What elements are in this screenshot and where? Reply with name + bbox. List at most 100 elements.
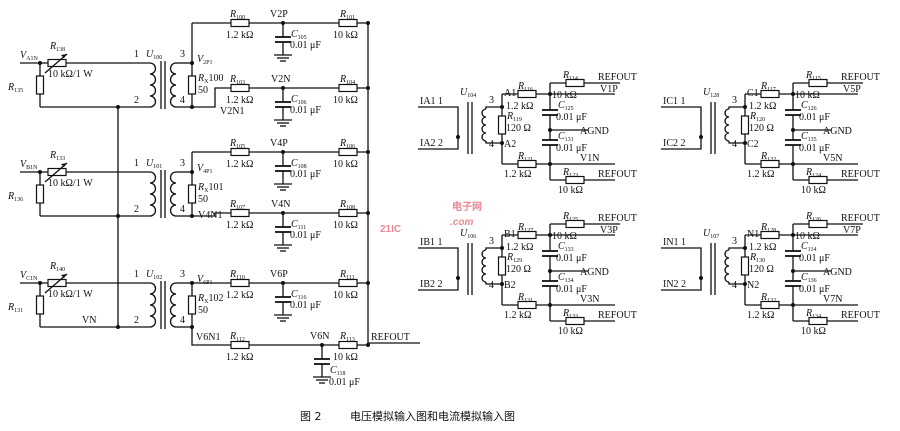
net-label: V5P [843,84,861,95]
rx-label-letter: R [197,73,204,84]
capacitor-value: 0.01 μF [290,105,321,116]
input-label: IB1 1 [420,237,443,248]
junction-dot [743,141,747,145]
net-label: V7N [823,294,842,305]
pot-label-letter: R [49,261,56,272]
rx-label-subscript: 130 [756,258,765,264]
transformer-coil [481,249,487,283]
capacitor-label-subscript: 133 [565,247,574,253]
pin-label: 1 [134,269,139,280]
wire [485,106,502,109]
junction-dot [500,141,504,145]
transformer-label: U106 [460,228,476,240]
rx-label: R120 [749,111,765,123]
capacitor-label: C131 [558,131,574,143]
input-label-subscript: A1N [26,56,38,62]
resistor [230,18,250,28]
capacitor-label: C106 [291,94,307,106]
agnd-label: AGND [580,267,609,278]
resistor-label-letter: R [805,308,812,319]
resistor-label-subscript: 122 [767,157,776,163]
capacitor-value: 0.01 μF [556,143,587,154]
pin-label: 4 [180,95,185,106]
refout-label: REFOUT [598,310,637,321]
input-label: IB2 2 [420,279,443,290]
wire [728,141,745,144]
resistor-value: 1.2 kΩ [504,169,531,180]
resistor-label: R122 [760,151,776,163]
pot-label: R133 [49,150,65,162]
input-label: IN1 1 [663,237,686,248]
pin-label: 3 [180,269,185,280]
wire [728,282,745,285]
junction-dot [38,170,42,174]
rx-label: R130 [749,252,765,264]
transformer-label-letter: U [146,269,154,280]
transformer-coil [169,62,177,108]
rx-label: RX102 [197,293,223,305]
net-label: V6P [270,269,288,280]
capacitor-label-letter: C [291,29,298,40]
input-label-subscript: B1N [26,165,38,171]
capacitor-label-subscript: 105 [298,35,307,41]
rx-label-letter: R [197,293,204,304]
resistor-label-letter: R [229,199,236,210]
shunt-label: R131 [7,302,23,314]
agnd-label: AGND [580,126,609,137]
resistor [517,89,537,99]
rx-label: RX101 [197,182,223,194]
resistor-label: R108 [339,199,355,211]
resistor-label: R127 [517,222,533,234]
transformer-label: U100 [146,49,162,61]
resistor-value: 10 kΩ [801,326,826,337]
resistor-label: R116 [517,81,533,93]
resistor-label: R131 [517,292,533,304]
resistor-label-subscript: 121 [524,157,533,163]
junction-dot [548,162,552,166]
resistor-label-letter: R [339,199,346,210]
resistor-value: 10 kΩ [795,90,820,101]
capacitor-label-subscript: 116 [298,295,307,301]
node-label: C2 [747,139,759,150]
resistor [230,208,250,218]
capacitor-label-letter: C [291,158,298,169]
rx-value: 120 Ω [749,123,774,134]
pin-label: 3 [732,236,737,247]
shunt-label-subscript: 135 [14,88,23,94]
shunt-label-letter: R [7,191,14,202]
primary-net-label: VN [82,315,96,326]
wire [192,212,368,217]
rx-label: R129 [506,252,522,264]
resistor-label-subscript: 110 [236,275,245,281]
rx-label-letter: R [749,252,756,263]
capacitor-label-subscript: 136 [808,278,817,284]
rx-label-number: 101 [208,182,223,193]
resistor-label-subscript: 116 [524,87,533,93]
resistor [230,83,250,93]
shunt-resistor [35,184,45,204]
capacitor-label-letter: C [558,100,565,111]
resistor-label-subscript: 106 [346,144,355,150]
rx-label-number: 100 [208,73,223,84]
refout-label: REFOUT [841,213,880,224]
resistor-value: 10 kΩ [552,90,577,101]
resistor-label: R105 [229,138,245,150]
capacitor-label: C114 [801,241,816,253]
net-label: V4N1 [198,210,222,221]
transformer-label-subscript: 100 [153,55,162,61]
capacitor-label: C108 [291,158,307,170]
capacitor-label: C134 [558,272,574,284]
rx-resistor [187,184,197,204]
capacitor-value: 0.01 μF [799,143,830,154]
node-label-subscript: 4P1 [203,169,212,175]
resistor-label-subscript: 113 [346,337,355,343]
resistor-value: 10 kΩ [801,185,826,196]
transformer-coil [169,282,177,328]
capacitor-label-subscript: 135 [808,137,817,143]
shunt-label-subscript: 136 [14,197,23,203]
resistor-label: R126 [805,211,821,223]
rx-label-letter: R [506,252,513,263]
resistor [338,208,358,218]
resistor-label: R113 [339,331,355,343]
